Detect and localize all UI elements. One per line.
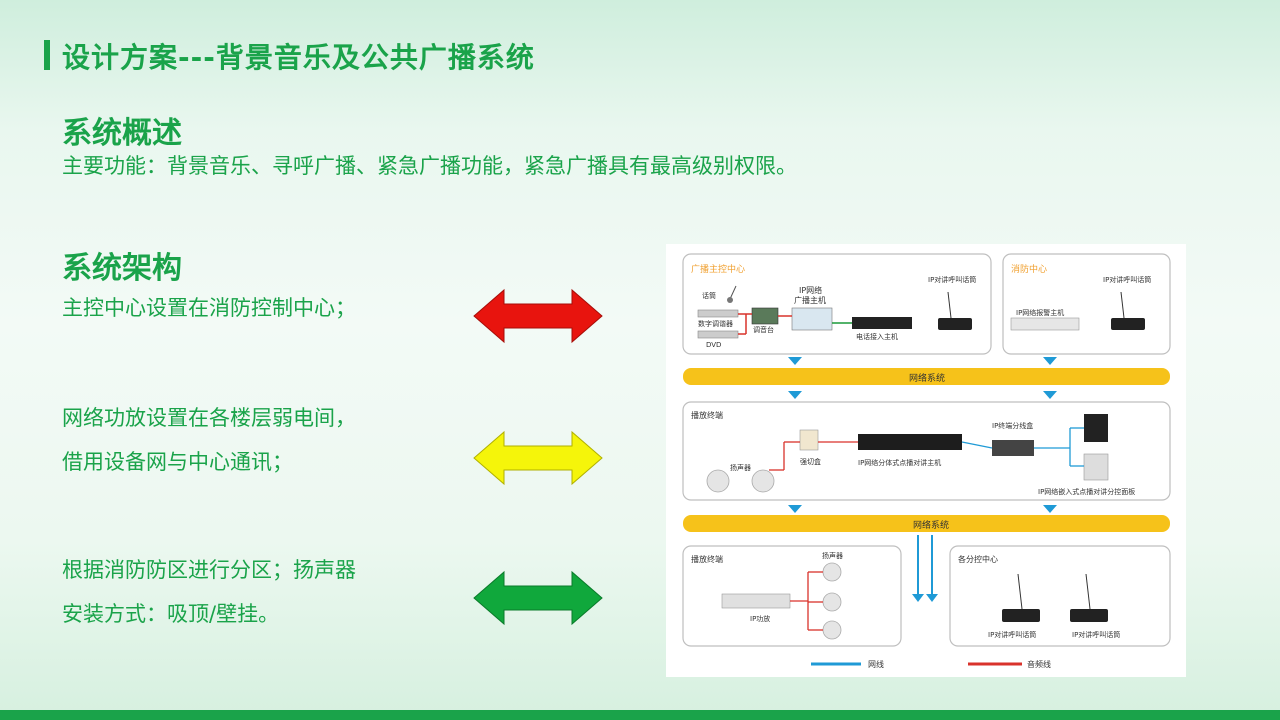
tuner-device [697, 309, 739, 318]
intercom-mic-1 [938, 318, 972, 330]
system-architecture-diagram: 广播主控中心 消防中心 话筒 数字调谐器 DVD 调音台 IP网络 广播主机 电… [666, 244, 1186, 677]
point-1-line-1: 主控中心设置在消防控制中心； [62, 296, 356, 320]
ip-amp-device [721, 593, 791, 609]
point-2-line-1: 网络功放设置在各楼层弱电间， [62, 406, 356, 430]
dvd-label: DVD [706, 341, 721, 349]
terminal-box-1 [682, 401, 1171, 501]
mic-label: 话筒 [702, 291, 716, 300]
footer-bar [0, 710, 1280, 720]
red-double-arrow [473, 288, 603, 344]
mixer-device [751, 307, 779, 325]
intercom-1-label: IP对讲呼叫话筒 [928, 275, 976, 284]
mixer-label: 调音台 [753, 325, 774, 334]
point-3-line-2: 安装方式：吸顶/壁挂。 [62, 602, 280, 626]
sub-center-label: 各分控中心 [958, 554, 998, 564]
phone-host-label: 电话接入主机 [856, 332, 898, 341]
embedded-panel-label: IP网络嵌入式点播对讲分控面板 [1038, 487, 1135, 496]
green-double-arrow [473, 570, 603, 626]
ip-host-label-1: IP网络 [799, 285, 822, 295]
control-panel-1 [1084, 414, 1108, 442]
ceiling-speaker-1 [706, 469, 730, 493]
sub-intercom-mic-1 [1002, 609, 1040, 622]
legend-audio-label: 音频线 [1027, 659, 1051, 669]
overview-heading: 系统概述 [62, 116, 182, 151]
zone-fire-label: 消防中心 [1011, 263, 1047, 275]
zone-main-label: 广播主控中心 [691, 263, 745, 275]
sub-intercom-2-label: IP对讲呼叫话筒 [1072, 630, 1120, 639]
yellow-double-arrow [473, 430, 603, 486]
speaker-2-label: 扬声器 [822, 551, 843, 560]
intercom-mic-2 [1111, 318, 1145, 330]
split-box-label: IP终端分线盒 [992, 421, 1033, 430]
network-bar-2 [683, 515, 1170, 532]
slide-title: 设计方案---背景音乐及公共广播系统 [62, 41, 535, 74]
speaker-label: 扬声器 [730, 463, 751, 472]
split-host-device [858, 434, 962, 450]
dvd-device [697, 330, 739, 339]
split-host-label: IP网络分体式点播对讲主机 [858, 458, 941, 467]
overview-text: 主要功能：背景音乐、寻呼广播、紧急广播功能，紧急广播具有最高级别权限。 [62, 154, 797, 178]
sub-intercom-mic-2 [1070, 609, 1108, 622]
terminal-1-label: 播放终端 [691, 410, 723, 420]
ceiling-speaker-2 [751, 469, 775, 493]
network-1-label: 网络系统 [909, 372, 945, 384]
point-2-line-2: 借用设备网与中心通讯； [62, 450, 293, 474]
sub-intercom-1-label: IP对讲呼叫话筒 [988, 630, 1036, 639]
legend-network-label: 网线 [868, 659, 884, 669]
point-3-line-1: 根据消防防区进行分区；扬声器 [62, 558, 356, 582]
alarm-host-device [1010, 317, 1080, 331]
microphone-icon [727, 297, 733, 303]
cut-box-device [799, 429, 819, 451]
terminal-2-label: 播放终端 [691, 554, 723, 564]
main-control-box [682, 253, 992, 355]
ip-amp-label: IP功放 [750, 614, 770, 623]
split-box-device [992, 440, 1034, 456]
alarm-host-label: IP网络报警主机 [1016, 308, 1064, 317]
network-bar-1 [683, 368, 1170, 385]
speaker-b [822, 592, 842, 612]
tuner-label: 数字调谐器 [698, 319, 733, 328]
speaker-c [822, 620, 842, 640]
terminal-box-2 [682, 545, 902, 647]
architecture-heading: 系统架构 [62, 251, 182, 286]
cut-box-label: 强切盒 [800, 457, 821, 466]
ip-broadcast-host [791, 307, 833, 331]
phone-host-device [852, 317, 912, 329]
intercom-2-label: IP对讲呼叫话筒 [1103, 275, 1151, 284]
network-2-label: 网络系统 [913, 519, 949, 531]
speaker-a [822, 562, 842, 582]
title-accent-bar [44, 40, 50, 70]
ip-host-label-2: 广播主机 [794, 295, 826, 305]
control-panel-2 [1083, 453, 1109, 481]
